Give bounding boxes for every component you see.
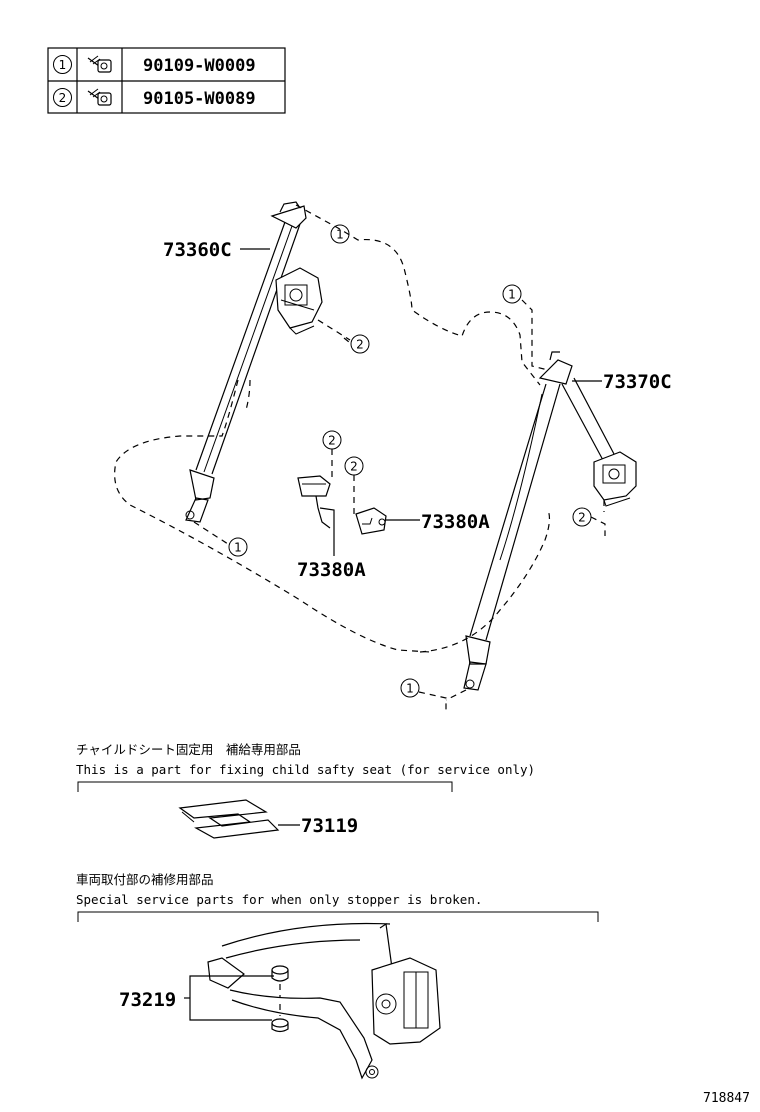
svg-text:73370C: 73370C: [603, 371, 672, 393]
label-73360c: 73360C: [163, 239, 270, 261]
callout-1-top: 1: [330, 224, 350, 244]
retractor-right: [593, 451, 637, 507]
legend-code-2: 90105-W0089: [143, 89, 256, 109]
svg-text:1: 1: [336, 228, 344, 242]
svg-text:1: 1: [234, 541, 242, 555]
label-73380a-right: 73380A: [386, 511, 490, 533]
stopper-button-73219: [271, 965, 289, 1033]
legend-num-2: 2: [59, 91, 67, 105]
svg-text:73360C: 73360C: [163, 239, 232, 261]
svg-text:2: 2: [350, 460, 358, 474]
note-child-seat-en: This is a part for fixing child safty se…: [76, 762, 535, 777]
legend-row-1: 1 90109-W0009: [53, 55, 256, 76]
stopper-section: 車両取付部の補修用部品 Special service parts for wh…: [76, 872, 599, 1080]
note-stopper-en: Special service parts for when only stop…: [76, 892, 482, 907]
callout-1-bottom-left: 1: [228, 537, 248, 557]
svg-text:2: 2: [356, 338, 364, 352]
callout-2-left: 2: [350, 334, 370, 354]
legend-code-1: 90109-W0009: [143, 56, 256, 76]
note-child-seat-jp: チャイルドシート固定用 補給専用部品: [76, 742, 301, 757]
callout-2-right: 2: [572, 507, 592, 527]
buckle-73380a-left: [297, 475, 335, 529]
buckle-73380a-right: [355, 507, 387, 535]
callout-1-right: 1: [502, 284, 522, 304]
label-73370c: 73370C: [572, 371, 672, 393]
svg-text:1: 1: [406, 682, 414, 696]
seat-belt-73360c: [185, 201, 323, 523]
fastener-legend: 1 90109-W0009 2 90105-W0089: [47, 47, 286, 114]
svg-text:2: 2: [578, 511, 586, 525]
label-73380a-bottom: 73380A: [297, 524, 366, 581]
callout-1-bottom: 1: [400, 678, 420, 698]
figure-id: 718847: [703, 1091, 750, 1106]
bolt-icon: [87, 55, 112, 73]
label-73119: 73119: [301, 815, 358, 837]
legend-num-1: 1: [59, 58, 67, 72]
retractor-left: [275, 267, 323, 335]
svg-text:73380A: 73380A: [297, 559, 366, 581]
svg-text:1: 1: [508, 288, 516, 302]
belt-anchor-assembly: [207, 922, 441, 1080]
bracket-73119: [178, 799, 280, 839]
svg-text:73380A: 73380A: [421, 511, 490, 533]
callout-2-center-b: 2: [344, 456, 364, 476]
child-seat-section: チャイルドシート固定用 補給専用部品 This is a part for fi…: [76, 742, 535, 839]
label-73219: 73219: [119, 989, 176, 1011]
legend-row-2: 2 90105-W0089: [53, 88, 256, 109]
seat-belt-73370c: [463, 351, 637, 691]
note-stopper-jp: 車両取付部の補修用部品: [76, 872, 214, 887]
callout-2-center-a: 2: [322, 430, 342, 450]
bolt-icon: [87, 88, 112, 106]
svg-text:2: 2: [328, 434, 336, 448]
seat-outline: [114, 204, 551, 653]
